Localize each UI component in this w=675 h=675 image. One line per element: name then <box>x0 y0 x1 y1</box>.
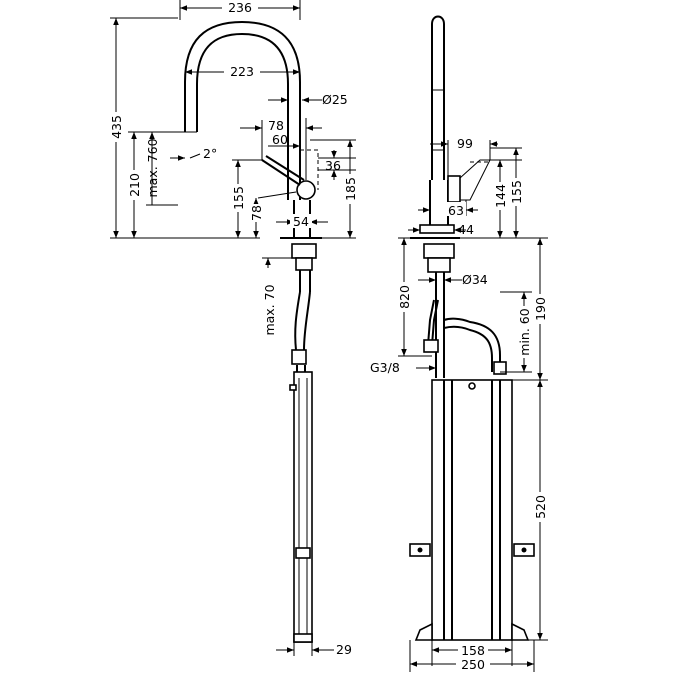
spout-arc <box>184 20 301 200</box>
dim-25: Ø25 <box>322 92 348 107</box>
spout-arc-inner <box>196 32 289 200</box>
dim-min-60: min. 60 <box>517 308 532 355</box>
dim-54: 54 <box>293 214 309 229</box>
dim-99: 99 <box>457 136 473 151</box>
front-box <box>293 371 313 643</box>
front-nut <box>291 243 317 259</box>
dim-144: 144 <box>493 184 508 208</box>
dim-236: 236 <box>228 0 252 15</box>
dim-820: 820 <box>397 285 412 309</box>
dim-250: 250 <box>461 657 485 672</box>
dim-63: 63 <box>448 203 464 218</box>
dim-210: 210 <box>127 173 142 197</box>
lever-down <box>257 191 297 199</box>
side-view <box>409 15 535 641</box>
side-dimensions: 99 144 155 63 44 Ø34 820 <box>370 136 548 672</box>
side-base <box>419 224 455 234</box>
dim-155-left: 155 <box>231 186 246 210</box>
front-view <box>184 20 322 643</box>
side-spout <box>431 15 445 180</box>
dim-520: 520 <box>533 495 548 519</box>
dim-155-right: 155 <box>509 180 524 204</box>
front-dimensions: 236 223 Ø25 435 210 max. 760 2° 78 <box>108 0 358 657</box>
dim-angle: 2° <box>203 146 217 161</box>
dim-29: 29 <box>336 642 352 657</box>
dim-max-70: max. 70 <box>262 284 277 335</box>
dim-max-760: max. 760 <box>145 138 160 197</box>
dim-78-bottom: 78 <box>249 205 264 221</box>
dim-44: 44 <box>458 222 474 237</box>
dim-60: 60 <box>272 132 288 147</box>
side-handle <box>447 175 461 203</box>
dim-thread: G3/8 <box>370 360 400 375</box>
dim-158: 158 <box>461 643 485 658</box>
side-box <box>431 379 513 641</box>
dim-190: 190 <box>533 297 548 321</box>
dim-36: 36 <box>325 158 341 173</box>
dim-223: 223 <box>230 64 254 79</box>
lever <box>261 155 305 186</box>
dim-34: Ø34 <box>462 272 488 287</box>
dim-435: 435 <box>109 115 124 139</box>
handle-knob <box>296 180 316 200</box>
dim-78-top: 78 <box>268 118 284 133</box>
dim-185: 185 <box>343 177 358 201</box>
